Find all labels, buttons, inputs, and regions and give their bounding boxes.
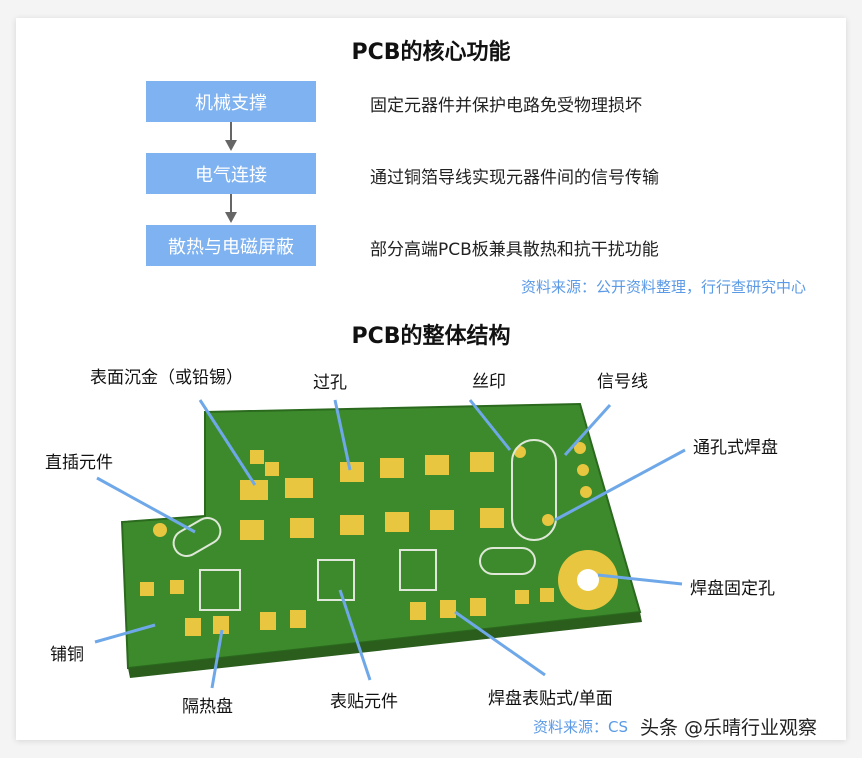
- section-title-structure: PCB的整体结构: [351, 324, 511, 349]
- function-box-mechanical: 机械支撑: [146, 81, 316, 122]
- source-note: 资料来源：公开资料整理，行行查研究中心: [520, 278, 806, 296]
- label-silkscreen: 丝印: [472, 372, 506, 392]
- label-smd: 表贴元件: [330, 692, 398, 712]
- label-surface: 表面沉金（或铅锡）: [90, 368, 243, 388]
- callout-arrows: [94, 399, 686, 689]
- function-box-electrical: 电气连接: [146, 153, 316, 194]
- pcb-image: [120, 402, 642, 678]
- watermark: 头条 @乐晴行业观察: [640, 717, 818, 739]
- label-via: 过孔: [313, 373, 347, 393]
- label-mount-hole: 焊盘固定孔: [690, 579, 775, 599]
- label-tht-pad: 通孔式焊盘: [693, 438, 778, 458]
- label-signal: 信号线: [597, 372, 648, 392]
- function-desc: 部分高端PCB板兼具散热和抗干扰功能: [370, 240, 659, 260]
- section-title-functions: PCB的核心功能: [351, 40, 511, 65]
- source-note: 资料来源：CS: [533, 718, 628, 736]
- label-dip: 直插元件: [45, 453, 113, 473]
- function-box-thermal: 散热与电磁屏蔽: [146, 225, 316, 266]
- function-desc: 固定元器件并保护电路免受物理损坏: [370, 96, 642, 116]
- label-copper: 铺铜: [50, 645, 84, 665]
- function-desc: 通过铜箔导线实现元器件间的信号传输: [370, 168, 659, 188]
- label-smd-pad: 焊盘表贴式/单面: [488, 689, 613, 709]
- label-thermal: 隔热盘: [182, 697, 233, 717]
- flow-arrows: [225, 122, 237, 223]
